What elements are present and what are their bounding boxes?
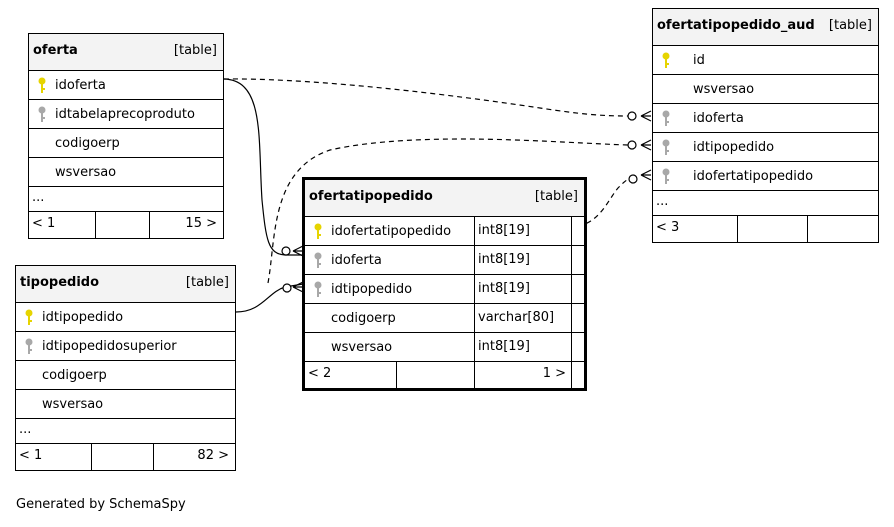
edge-oferta-aud [223,78,629,117]
children-count[interactable]: 15 > [185,216,217,231]
column-row[interactable]: idtipopedido [16,302,235,331]
table-type: [table] [534,189,578,204]
column-datatype: int8[19] [474,217,571,245]
column-row[interactable]: wsversao [29,157,223,186]
parents-count[interactable]: < 1 [19,448,43,463]
column-name: idtipopedido [693,140,775,155]
foreign-key-icon [314,252,322,268]
foreign-key-icon [662,168,670,184]
primary-key-icon [38,77,46,93]
column-row[interactable]: idofertatipopedido int8[19] [305,216,584,245]
table-footer: < 3 [653,215,878,242]
children-count[interactable]: 1 > [542,366,566,381]
column-name: wsversao [55,165,117,180]
column-row[interactable]: idtabelaprecoproduto [29,99,223,128]
column-datatype: int8[19] [474,246,571,274]
column-row[interactable]: idoferta [29,70,223,99]
table-oferta[interactable]: oferta [table] idoferta idtabelaprecopro… [28,33,224,239]
column-name: idtipopedido [331,282,413,297]
table-name: tipopedido [20,275,100,290]
table-footer: < 1 82 > [16,443,235,470]
column-name: idtipopedidosuperior [42,339,177,354]
primary-key-icon [662,52,670,68]
column-row[interactable]: idofertatipopedido [653,161,878,190]
foreign-key-icon [25,338,33,354]
column-datatype: int8[19] [474,275,571,303]
parents-count[interactable]: < 2 [308,366,332,381]
column-row[interactable]: wsversao [16,389,235,418]
table-footer: < 2 1 > [305,361,584,388]
table-type: [table] [828,18,872,33]
column-row[interactable]: codigoerp [16,360,235,389]
column-row[interactable]: wsversao [653,74,878,103]
column-row[interactable]: idtipopedidosuperior [16,331,235,360]
column-row[interactable]: idtipopedido [653,132,878,161]
column-name: idofertatipopedido [331,224,452,239]
column-name: idtabelaprecoproduto [55,107,195,122]
column-row[interactable]: wsversao int8[19] [305,332,584,361]
edge-ofertatipopedido-aud [577,178,630,227]
column-name: idofertatipopedido [693,169,814,184]
parents-count[interactable]: < 1 [32,216,56,231]
more-columns: ... [16,418,235,443]
more-columns: ... [653,190,878,215]
parents-count[interactable]: < 3 [656,220,680,235]
edge-oferta-ofertatipopedido [223,78,303,256]
table-header: tipopedido [table] [16,266,235,302]
column-row[interactable]: codigoerp [29,128,223,157]
column-datatype: int8[19] [474,333,571,361]
column-name: wsversao [42,397,104,412]
edge-end-crowfoot [292,245,304,257]
table-header: ofertatipopedido_aud [table] [653,9,878,45]
edge-tipopedido-aud [267,138,629,284]
table-name: oferta [33,43,78,58]
table-header: ofertatipopedido [table] [305,180,584,216]
column-name: idoferta [55,78,106,93]
table-type: [table] [185,275,229,290]
foreign-key-icon [38,106,46,122]
edge-end-optional [281,246,291,256]
column-name: wsversao [693,82,755,97]
primary-key-icon [25,309,33,325]
column-name: idoferta [693,111,744,126]
column-row[interactable]: id [653,45,878,74]
column-row[interactable]: idtipopedido int8[19] [305,274,584,303]
column-name: codigoerp [55,136,120,151]
primary-key-icon [314,223,322,239]
table-name: ofertatipopedido [309,189,433,204]
column-row[interactable]: idoferta [653,103,878,132]
column-name: codigoerp [42,368,107,383]
generated-by-credit: Generated by SchemaSpy [16,497,186,512]
table-name: ofertatipopedido_aud [657,18,815,33]
foreign-key-icon [314,281,322,297]
column-name: codigoerp [331,311,396,326]
column-row[interactable]: codigoerp varchar[80] [305,303,584,332]
foreign-key-icon [662,110,670,126]
column-name: wsversao [331,340,393,355]
column-name: idoferta [331,253,382,268]
table-ofertatipopedido-aud[interactable]: ofertatipopedido_aud [table] id wsversao… [652,8,879,243]
children-count[interactable]: 82 > [197,448,229,463]
foreign-key-icon [662,139,670,155]
table-ofertatipopedido[interactable]: ofertatipopedido [table] idofertatipoped… [302,177,587,391]
column-datatype: varchar[80] [474,304,571,332]
table-tipopedido[interactable]: tipopedido [table] idtipopedido idtipope… [15,265,236,471]
more-columns: ... [29,186,223,211]
column-name: idtipopedido [42,310,124,325]
column-name: id [693,53,705,68]
table-header: oferta [table] [29,34,223,70]
table-footer: < 1 15 > [29,211,223,238]
table-type: [table] [173,43,217,58]
edge-tipopedido-ofertatipopedido [235,283,304,313]
column-row[interactable]: idoferta int8[19] [305,245,584,274]
